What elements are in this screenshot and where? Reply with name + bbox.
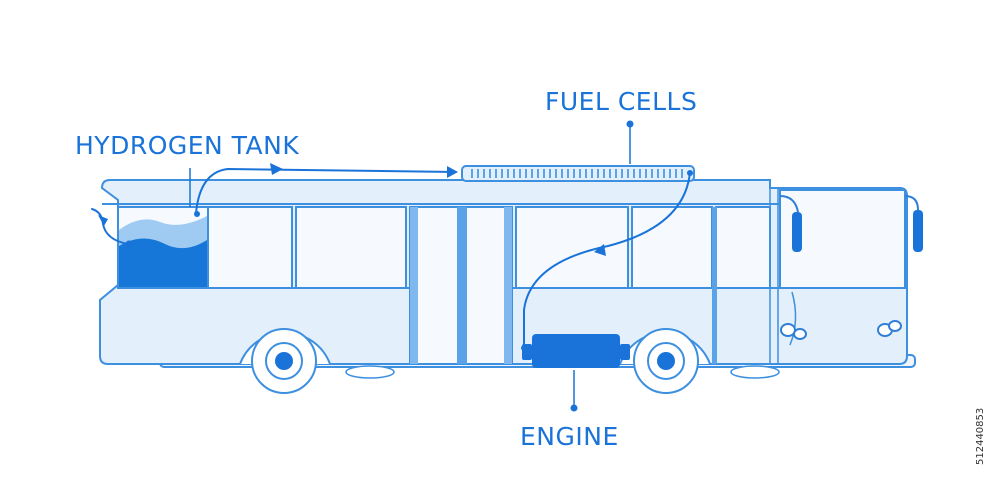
door-pillar-mid	[457, 207, 467, 364]
fuel-cells-leader-dot	[626, 120, 634, 128]
door-pillar-right	[504, 207, 512, 364]
mirror-rear-arm	[779, 195, 799, 213]
door-pillar-left	[410, 207, 418, 364]
wheel-front	[633, 328, 699, 394]
headlight-rear	[780, 323, 807, 340]
wheel-rear	[251, 328, 317, 394]
fuel-cell-dot	[687, 170, 693, 176]
engine-leader-dot	[570, 404, 578, 412]
power-flow-line	[523, 171, 691, 347]
tank-water-dark	[119, 238, 207, 287]
window-1	[207, 206, 293, 289]
wheel-back-front	[730, 365, 780, 379]
wheel-back-rear	[345, 365, 395, 379]
tank-dot	[194, 211, 200, 217]
hydrogen-flow-line	[195, 168, 457, 214]
flow-arrow-right	[270, 163, 283, 175]
engine-dot	[521, 345, 527, 351]
flow-arrow-end	[447, 166, 458, 178]
front-door-pillar	[712, 207, 717, 364]
mirror-rear	[792, 212, 802, 252]
engine-block	[522, 334, 630, 368]
engine-label: ENGINE	[520, 422, 619, 451]
inlet-arrow	[98, 215, 108, 226]
fuel-cell-stack	[461, 165, 695, 182]
front-lower-curve	[789, 291, 797, 346]
window-2	[295, 206, 407, 289]
headlight-front	[877, 320, 902, 337]
hydrogen-tank-label: HYDROGEN TANK	[75, 131, 300, 160]
flow-arrow-down	[594, 244, 606, 256]
window-3	[515, 206, 629, 289]
inlet-dot	[125, 240, 133, 248]
mirror-front	[913, 210, 923, 252]
fuel-cells-label: FUEL CELLS	[545, 87, 698, 116]
mirror-front-arm	[904, 195, 919, 211]
window-5	[715, 206, 771, 289]
stock-image-id: 512440853	[975, 407, 986, 465]
window-4	[631, 206, 713, 289]
